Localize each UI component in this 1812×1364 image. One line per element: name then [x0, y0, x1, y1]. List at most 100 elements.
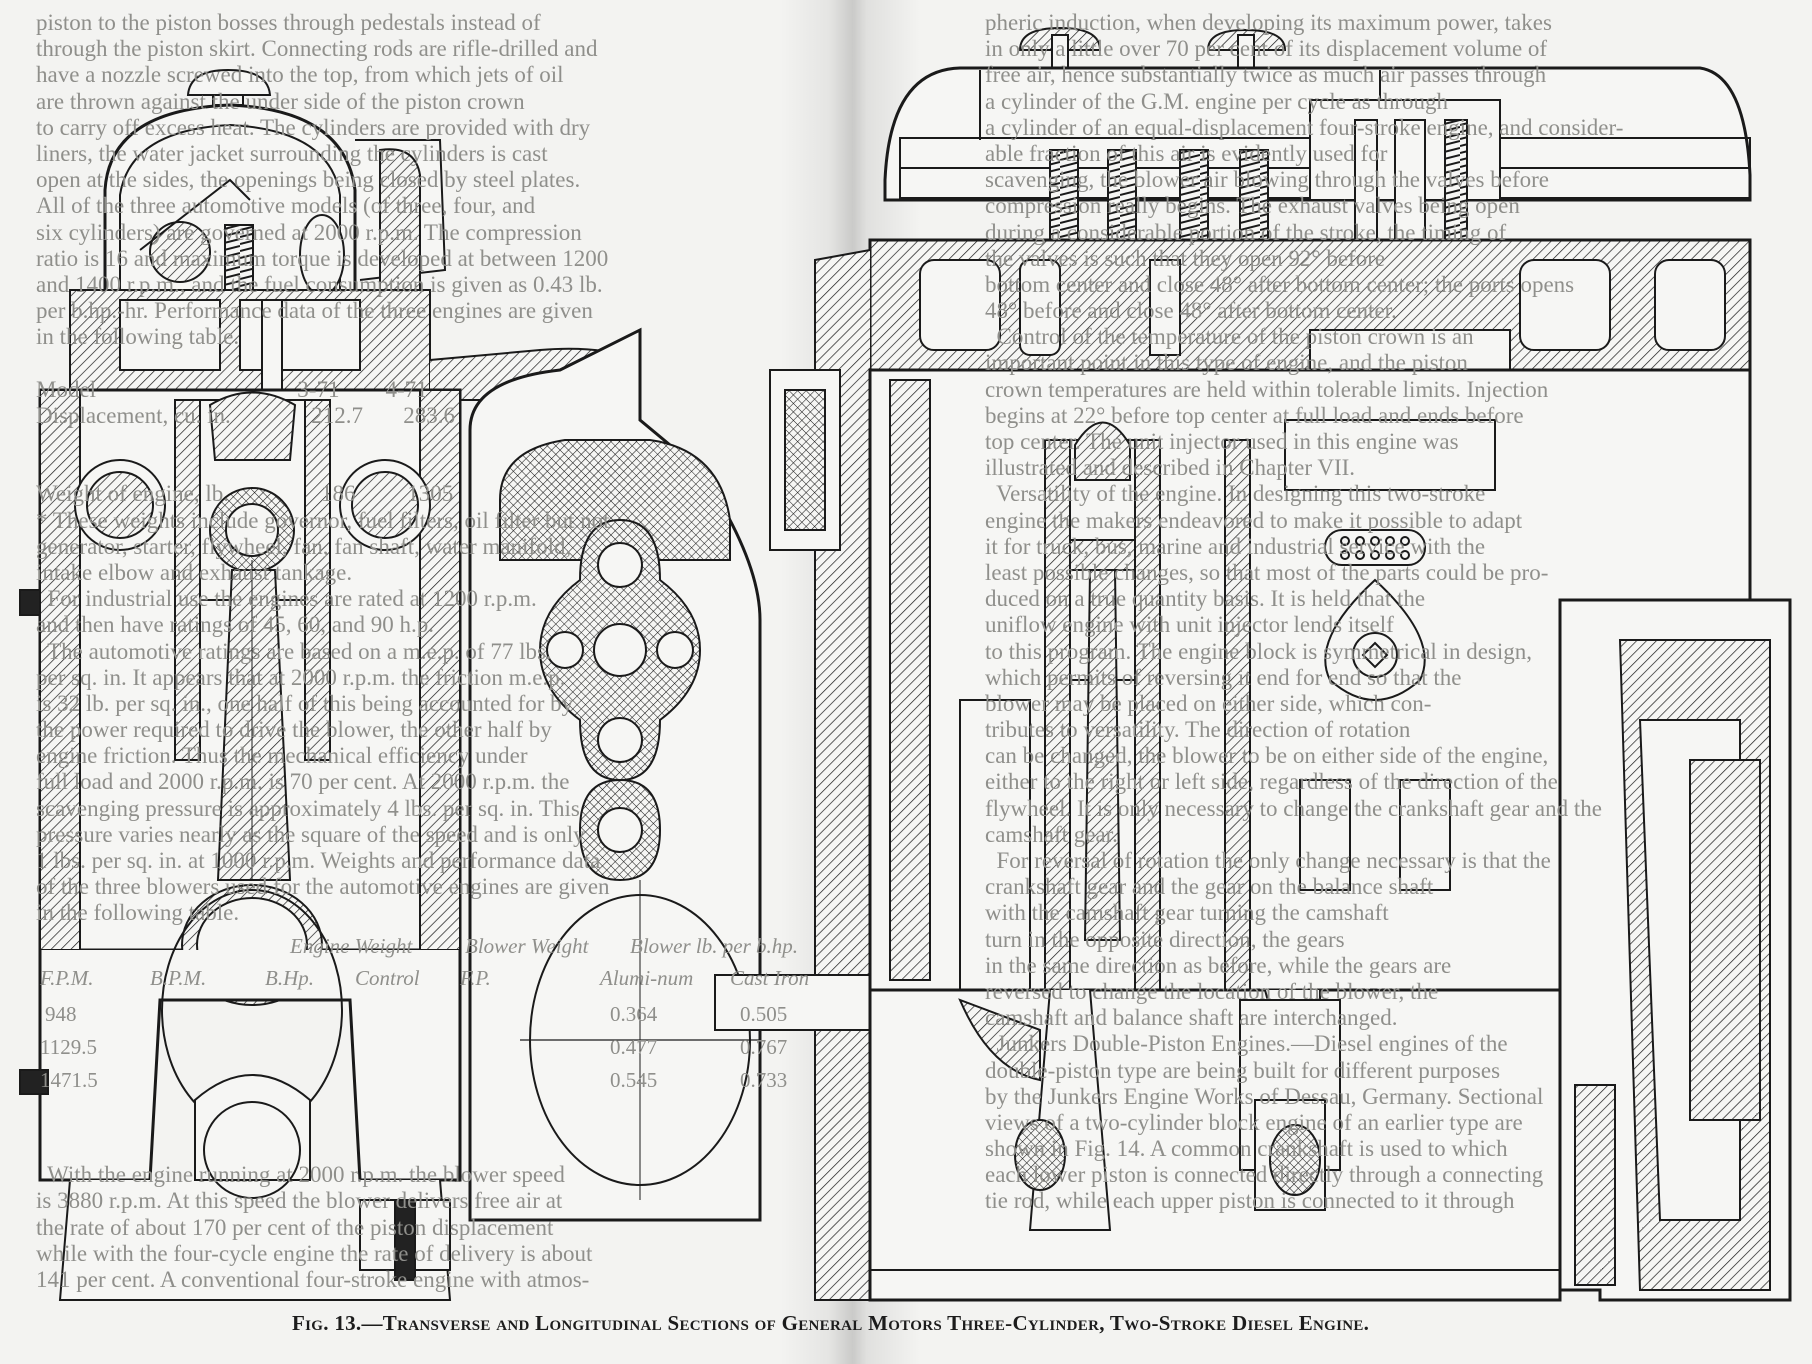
text-line: Junkers Double-Piston Engines.—Diesel en…: [985, 1031, 1508, 1057]
text-line: through the piston skirt. Connecting rod…: [36, 36, 598, 62]
text-line: to carry off excess heat. The cylinders …: [36, 114, 591, 140]
longitudinal-section: [714, 26, 1792, 1302]
text-line: [36, 1058, 811, 1084]
text-line: either to the right or left side, regard…: [985, 769, 1558, 795]
text-line: [36, 1084, 811, 1110]
figure-caption: Fig. 13.—Transverse and Longitudinal Sec…: [292, 1311, 1370, 1335]
text-line: Model 3-71 4-71: [36, 376, 428, 402]
text-line: [36, 1031, 811, 1057]
text-line: have a nozzle screwed into the top, from…: [36, 62, 564, 88]
text-line: the power required to drive the blower, …: [36, 717, 552, 743]
text-line: Versatility of the engine. In designing …: [985, 481, 1486, 507]
text-line: illustrated and described in Chapter VII…: [985, 455, 1356, 481]
text-line: the valves is such that they open 92° be…: [985, 245, 1386, 271]
text-line: free air, hence substantially twice as m…: [985, 62, 1547, 88]
text-line: blower may be placed on either side, whi…: [985, 690, 1432, 716]
text-line: full load and 2000 r.p.m. is 70 per cent…: [36, 769, 570, 795]
text-line: * These weights include governor, fuel f…: [36, 507, 610, 533]
text-line: piston to the piston bosses through pede…: [36, 10, 541, 35]
text-line: generator, starter, flywheel, fan, fan s…: [36, 533, 572, 559]
text-line: can be changed, the blower to be on eith…: [985, 743, 1549, 769]
text-line: [36, 350, 811, 376]
text-line: [36, 1005, 811, 1031]
text-line: shown in Fig. 14. A common crankshaft is…: [985, 1136, 1508, 1162]
text-line: [36, 429, 811, 455]
filler-cap-icon: [186, 68, 272, 106]
text-line: [36, 455, 811, 481]
text-line: which permits of reversing it end for en…: [985, 664, 1462, 690]
text-line: liners, the water jacket surrounding the…: [36, 140, 548, 166]
text-line: with the camshaft gear turning the camsh…: [985, 900, 1389, 926]
text-line: is 32 lb. per sq. in., one half of this …: [36, 690, 574, 716]
text-line: tie rod, while each upper piston is conn…: [985, 1188, 1515, 1214]
text-line: the rate of about 170 per cent of the pi…: [36, 1214, 554, 1240]
text-line: [36, 927, 811, 953]
text-line: ratio is 16 and maximum torque is develo…: [36, 245, 609, 271]
text-line: For industrial use the engines are rated…: [36, 586, 537, 612]
text-line: compression really begins. The exhaust v…: [985, 193, 1520, 219]
text-line: [36, 979, 811, 1005]
text-line: scavenging, the blower air blowing throu…: [985, 167, 1549, 193]
text-line: duced on a true quantity basis. It is he…: [985, 586, 1426, 612]
text-line: in the following table.: [36, 900, 240, 926]
left-page-text: piston to the piston bosses through pede…: [36, 10, 811, 1293]
text-line: pheric induction, when developing its ma…: [985, 10, 1552, 35]
transverse-section: [19, 68, 762, 1301]
text-line: turn in the opposite direction, the gear…: [985, 926, 1345, 952]
text-line: For reversal of rotation the only change…: [985, 848, 1551, 873]
text-line: reversed to change the location of the b…: [985, 978, 1439, 1004]
text-line: engine friction. Thus the mechanical eff…: [36, 743, 528, 769]
text-line: camshaft gear.: [985, 821, 1118, 847]
text-line: views of a two-cylinder block engine of …: [985, 1109, 1523, 1135]
text-line: important point in this type of engine, …: [985, 350, 1468, 376]
text-line: [36, 953, 811, 979]
text-line: Control of the temperature of the piston…: [985, 324, 1474, 350]
text-line: begins at 22° before top center at full …: [985, 402, 1524, 428]
text-line: in the following table.: [36, 324, 240, 350]
text-line: open at the sides, the openings being cl…: [36, 167, 581, 193]
text-line: intake elbow and exhaust tankage.: [36, 559, 353, 585]
text-line: Displacement, cu. in. 212.7 283.6: [36, 402, 456, 428]
text-line: six cylinders) are governed at 2000 r.p.…: [36, 219, 582, 245]
text-line: crankshaft gear and the gear on the bala…: [985, 874, 1434, 900]
text-line: scavenging pressure is approximately 4 l…: [36, 795, 580, 821]
text-line: camshaft and balance shaft are interchan…: [985, 1005, 1398, 1031]
blower-rotor: [538, 518, 702, 882]
text-line: least possible changes, so that most of …: [985, 559, 1549, 585]
text-line: The automotive ratings are based on a m.…: [36, 638, 552, 664]
text-line: 1 lbs. per sq. in. at 1000 r.p.m. Weight…: [36, 848, 601, 873]
text-line: Weight of engine, lb. 186 1305: [36, 481, 454, 507]
text-line: [36, 1136, 811, 1162]
text-line: in only a little over 70 per cent of its…: [985, 36, 1548, 62]
text-line: by the Junkers Engine Works of Dessau, G…: [985, 1083, 1544, 1109]
text-line: bottom center and close 48° after bottom…: [985, 271, 1575, 297]
text-line: pressure varies nearly as the square of …: [36, 821, 585, 847]
text-line: 48° before and close 48° after bottom ce…: [985, 298, 1397, 324]
text-line: during a considerable portion of the str…: [985, 219, 1507, 245]
text-line: is 3880 r.p.m. At this speed the blower …: [36, 1188, 563, 1214]
text-line: a cylinder of the G.M. engine per cycle …: [985, 88, 1449, 114]
text-line: a cylinder of an equal-displacement four…: [985, 114, 1624, 140]
text-line: top center. The unit injector used in th…: [985, 429, 1459, 454]
text-line: it for truck, bus, marine and industrial…: [985, 533, 1486, 559]
text-line: while with the four-cycle engine the rat…: [36, 1240, 593, 1266]
text-line: and 1400 r.p.m., and the fuel consumptio…: [36, 271, 603, 297]
text-line: 141 per cent. A conventional four-stroke…: [36, 1267, 590, 1292]
right-page-text: pheric induction, when developing its ma…: [985, 10, 1805, 1215]
text-line: flywheel. It is only necessary to change…: [985, 795, 1602, 821]
text-line: of the three blowers used for the automo…: [36, 874, 610, 900]
text-line: and then have ratings of 45, 60, and 90 …: [36, 612, 434, 638]
text-line: uniflow engine with unit injector lends …: [985, 612, 1394, 638]
text-line: engine the makers endeavored to make it …: [985, 507, 1523, 533]
text-line: double-piston type are being built for d…: [985, 1057, 1501, 1083]
text-line: each lower piston is connected directly …: [985, 1162, 1544, 1188]
text-line: tributes to versatility. The direction o…: [985, 717, 1411, 743]
text-line: crown temperatures are held within toler…: [985, 376, 1549, 402]
text-line: [36, 1110, 811, 1136]
text-line: are thrown against the under side of the…: [36, 88, 525, 114]
text-line: to this program. The engine block is sym…: [985, 638, 1533, 664]
text-line: per sq. in. It appears that at 2000 r.p.…: [36, 664, 566, 690]
text-line: in the same direction as before, while t…: [985, 952, 1452, 978]
text-line: All of the three automotive models (of t…: [36, 193, 536, 219]
